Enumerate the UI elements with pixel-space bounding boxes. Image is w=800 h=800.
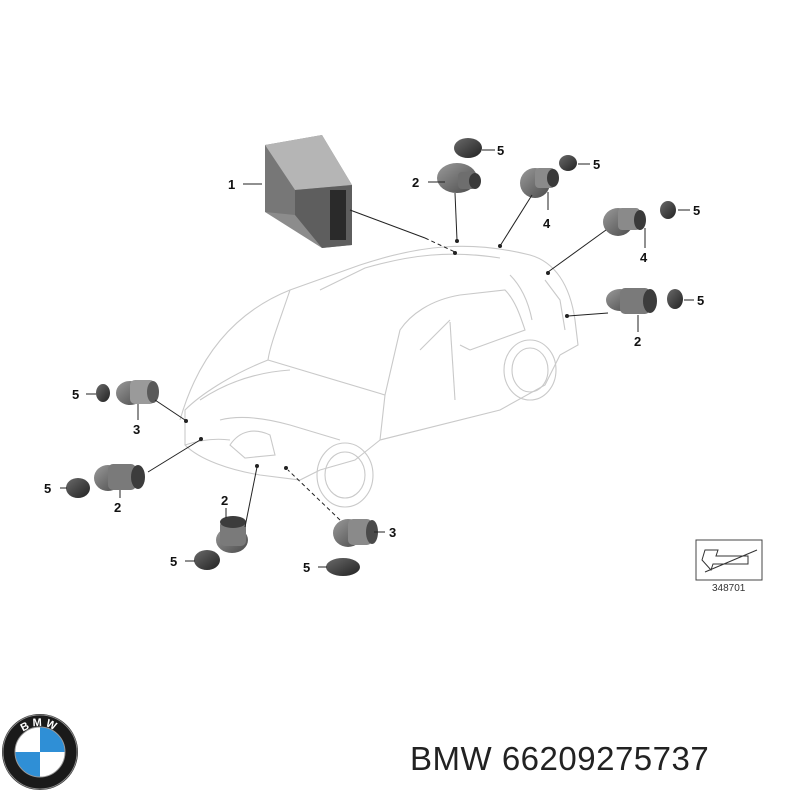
callout-5: 5 <box>697 293 704 308</box>
callout-4: 4 <box>640 250 648 265</box>
callout-2: 2 <box>221 493 228 508</box>
callout-4: 4 <box>543 216 551 231</box>
sensor-2-bottom <box>216 516 248 553</box>
callout-2: 2 <box>412 175 419 190</box>
callout-5: 5 <box>44 481 51 496</box>
callout-5: 5 <box>303 560 310 575</box>
sensor-2-left <box>94 464 145 491</box>
callout-2: 2 <box>114 500 121 515</box>
sensor-2-right <box>606 288 657 314</box>
callout-5: 5 <box>497 143 504 158</box>
reference-number: 348701 <box>712 583 746 594</box>
cap-5d <box>667 289 683 309</box>
cap-5c <box>660 201 676 219</box>
callout-2: 2 <box>634 334 641 349</box>
cap-5g <box>194 550 220 570</box>
brand-name: BMW <box>410 740 493 777</box>
reference-box: 348701 <box>695 539 763 594</box>
cap-5a <box>454 138 482 158</box>
callout-1: 1 <box>228 177 235 192</box>
svg-text:BMW: BMW <box>19 717 62 735</box>
callout-5: 5 <box>170 554 177 569</box>
cap-5b <box>559 155 577 171</box>
part-number: 66209275737 <box>501 740 710 777</box>
callout-5: 5 <box>72 387 79 402</box>
sensor-4-top <box>520 168 559 198</box>
callout-3: 3 <box>133 422 140 437</box>
callout-5: 5 <box>593 157 600 172</box>
callout-labels: 1 2 5 5 4 5 4 5 2 5 3 5 2 2 5 3 5 <box>44 143 704 575</box>
cap-5h <box>326 558 360 576</box>
cap-5f <box>66 478 90 498</box>
bmw-logo: BMW <box>2 714 78 790</box>
callout-3: 3 <box>389 525 396 540</box>
sensor-4-right <box>603 208 646 236</box>
sensor-2-top <box>437 163 481 193</box>
leader-lines <box>60 149 694 568</box>
cap-5e <box>96 384 110 402</box>
car-outline <box>179 245 579 508</box>
brand-part-label: BMW 66209275737 <box>410 740 709 778</box>
control-module <box>265 135 352 248</box>
sensor-3-left <box>116 380 159 405</box>
sensor-3-bottom <box>333 519 378 547</box>
callout-5: 5 <box>693 203 700 218</box>
